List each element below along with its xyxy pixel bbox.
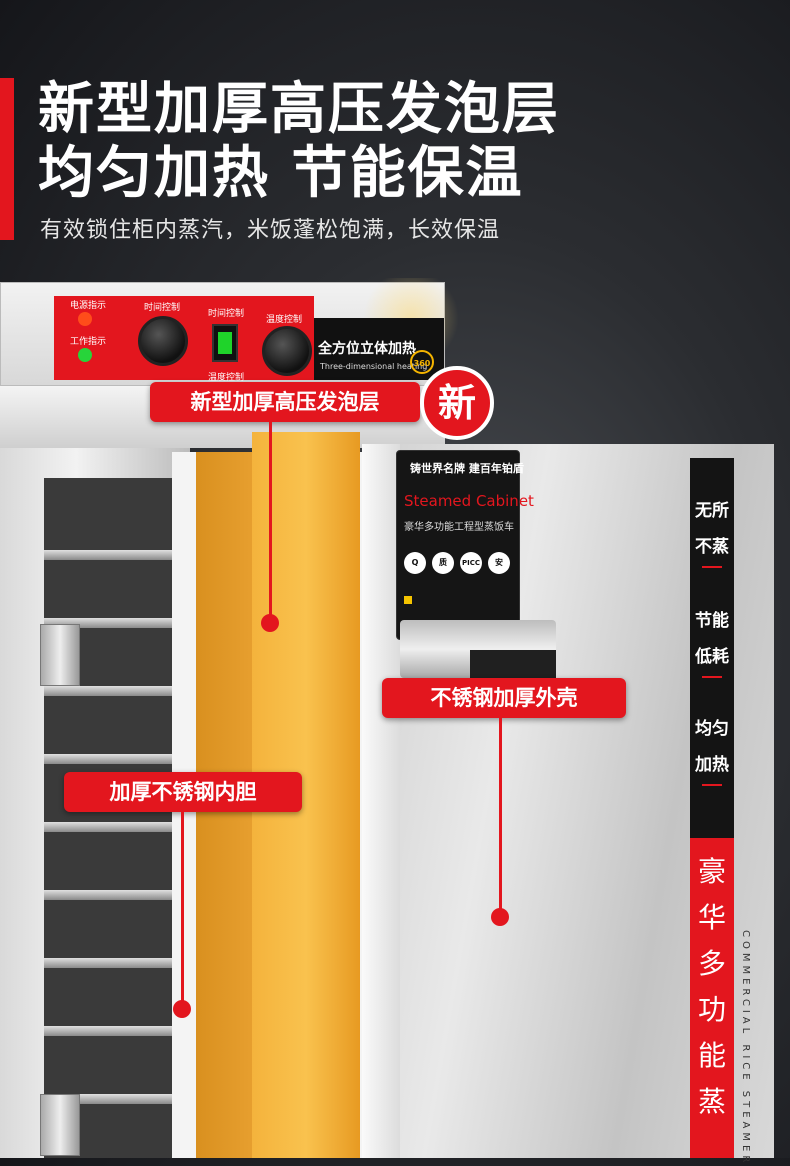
heating-label-en: Three-dimensional heating	[320, 362, 428, 371]
time-control-label-2: 时间控制	[208, 309, 245, 319]
temp-control-label-2: 温度控制	[208, 373, 245, 383]
side-decal-red	[690, 838, 734, 1158]
headline-subtitle: 有效锁住柜内蒸汽，米饭蓬松饱满，长效保温	[40, 218, 501, 243]
nameplate-name-en: Steamed Cabinet	[404, 492, 534, 510]
callout-line-liner	[181, 812, 184, 1008]
nameplate-name-cn: 豪华多功能工程型蒸饭车	[404, 522, 514, 533]
tray-shelf	[44, 1026, 172, 1036]
tray-shelf	[44, 754, 172, 764]
callout-line-shell	[499, 718, 502, 918]
callout-outer-shell: 不锈钢加厚外壳	[382, 678, 626, 718]
door-latch-handle[interactable]	[470, 650, 556, 680]
callout-line-foam	[269, 422, 272, 622]
headline-line-2: 均匀加热 节能保温	[38, 141, 524, 206]
tray-shelf	[44, 890, 172, 900]
cert-badge-icon: PICC	[460, 552, 482, 574]
callout-dot-shell	[491, 908, 509, 926]
temp-control-label: 温度控制	[266, 315, 303, 325]
heating-label-cn: 全方位立体加热	[318, 341, 416, 357]
side-slogan-3b: 加热	[695, 755, 729, 775]
tray-shelf	[44, 1094, 172, 1104]
side-separator	[702, 784, 722, 786]
door-hinge	[40, 624, 80, 686]
work-indicator-label: 工作指示	[70, 337, 107, 347]
vertical-title-char: 豪	[697, 855, 726, 888]
warning-icon	[404, 596, 412, 604]
tray-shelf	[44, 550, 172, 560]
side-slogan-2a: 节能	[695, 611, 729, 631]
side-slogan-3a: 均匀	[695, 719, 729, 739]
time-control-knob[interactable]	[138, 316, 188, 366]
side-slogan-1b: 不蒸	[695, 537, 729, 557]
vertical-title-char: 能	[697, 1039, 726, 1072]
tray-shelf	[44, 618, 172, 628]
vertical-title-char: 多	[697, 947, 726, 980]
side-separator	[702, 676, 722, 678]
cert-badge-icon: Q	[404, 552, 426, 574]
tray-shelf	[44, 686, 172, 696]
outer-door-edge	[362, 444, 400, 1158]
power-switch-lamp	[218, 332, 232, 354]
tray-shelf	[44, 958, 172, 968]
side-separator	[702, 566, 722, 568]
callout-foam-layer: 新型加厚高压发泡层	[150, 382, 420, 422]
temp-control-knob[interactable]	[262, 326, 312, 376]
vertical-title-char: 蒸	[697, 1085, 726, 1118]
tray-shelf	[44, 822, 172, 832]
product-nameplate	[396, 450, 520, 640]
nameplate-slogan: 铸世界名牌 建百年铂盾	[410, 462, 524, 475]
power-indicator-label: 电源指示	[70, 301, 107, 311]
side-slogan-1a: 无所	[695, 501, 729, 521]
callout-inner-liner: 加厚不锈钢内胆	[64, 772, 302, 812]
work-indicator-light	[78, 348, 92, 362]
callout-dot-foam	[261, 614, 279, 632]
headline-line-1: 新型加厚高压发泡层	[38, 77, 560, 142]
heating-360-icon: 360	[410, 350, 434, 374]
vertical-title-char: 功	[697, 993, 726, 1026]
time-control-label: 时间控制	[144, 303, 181, 313]
vertical-title-en: COMMERCIAL RICE STEAMER	[740, 930, 751, 1166]
cert-badge-icon: 安	[488, 552, 510, 574]
callout-dot-liner	[173, 1000, 191, 1018]
inner-chamber	[44, 478, 172, 1158]
new-badge: 新	[420, 366, 494, 440]
side-slogan-2b: 低耗	[695, 647, 729, 667]
door-hinge	[40, 1094, 80, 1156]
power-indicator-light	[78, 312, 92, 326]
header-accent-bar	[0, 78, 14, 240]
cert-badge-icon: 质	[432, 552, 454, 574]
vertical-title-char: 华	[697, 901, 726, 934]
power-switch[interactable]	[212, 324, 238, 362]
